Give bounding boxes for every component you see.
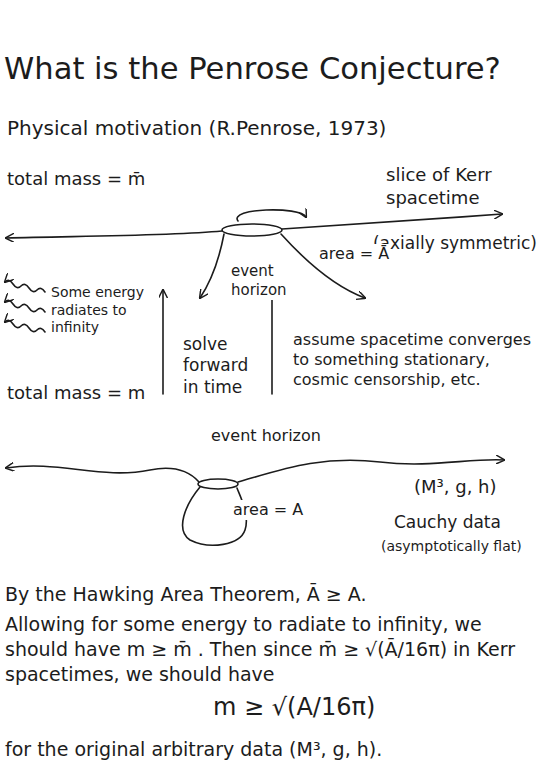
body-text: By the Hawking Area Theorem, Ā ≥ A. — [4, 583, 368, 607]
subheading: Physical motivation (R.Penrose, 1973) — [6, 116, 387, 141]
mass-label: total mass = m — [6, 382, 146, 405]
formula: m ≥ √(A/16π) — [212, 692, 376, 722]
rotation-arrow — [237, 210, 306, 221]
kerr-slice-left — [6, 231, 222, 238]
initial-horizon — [198, 479, 238, 489]
horizon-label: event horizon — [230, 262, 292, 300]
kerr-slice-right — [282, 214, 502, 229]
body-text: for the original arbitrary data (M³, g, … — [4, 738, 383, 762]
radiation-wave — [5, 300, 45, 312]
kerr-funnel-left — [200, 234, 224, 298]
page-title: What is the Penrose Conjecture? — [3, 50, 502, 88]
initial-slice-left — [6, 466, 199, 482]
time-note: solve forward in time — [182, 334, 264, 398]
area-label: area = Ā — [318, 244, 390, 264]
radiation-wave — [5, 280, 45, 292]
slice-label: slice of Kerr spacetime — [385, 164, 505, 209]
mass-label: total mass = m̄ — [6, 168, 146, 191]
body-text: Allowing for some energy to radiate to i… — [4, 612, 538, 687]
horizon-label: event horizon — [210, 426, 322, 446]
data-label: (M³, g, h) — [413, 476, 498, 499]
data-note: (asymptotically flat) — [380, 538, 523, 556]
data-label: Cauchy data — [393, 512, 502, 533]
area-label: area = A — [232, 500, 304, 520]
time-arrow — [162, 290, 164, 394]
assumption-note: assume spacetime converges to something … — [292, 330, 538, 390]
radiation-wave — [5, 320, 45, 332]
symmetry-note: (axially symmetric) — [372, 233, 538, 254]
time-arrow — [271, 290, 273, 394]
kerr-horizon — [222, 224, 282, 236]
radiation-note: Some energy radiates to infinity — [50, 284, 156, 337]
